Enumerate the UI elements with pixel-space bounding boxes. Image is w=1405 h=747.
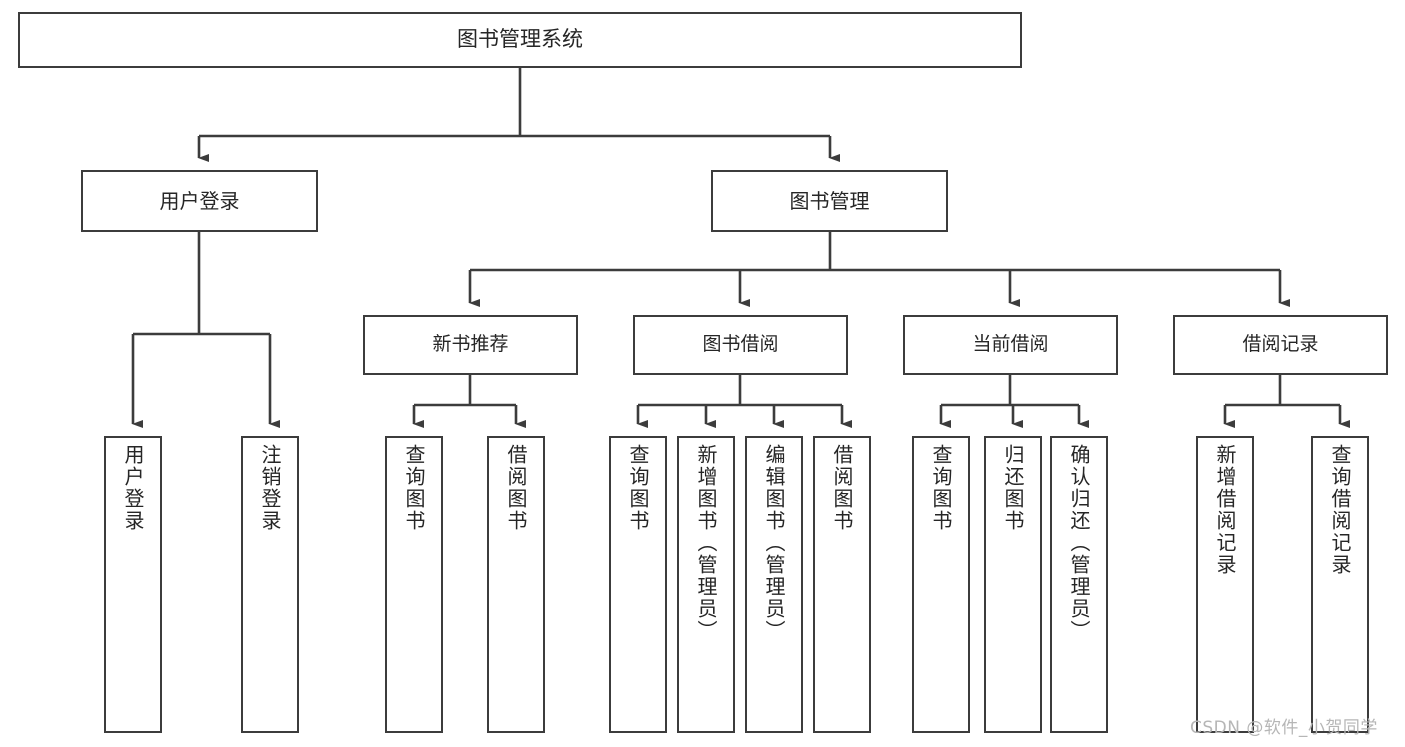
node-leaf-add-borrow-record[interactable]: 新增借阅记录 — [1196, 436, 1254, 733]
node-leaf-add-borrow-record-label: 新增借阅记录 — [1213, 444, 1237, 576]
node-leaf-logout[interactable]: 注销登录 — [241, 436, 299, 733]
node-leaf-confirm-return-admin-label: 确认归还（管理员） — [1067, 444, 1091, 642]
node-root-label: 图书管理系统 — [457, 27, 583, 52]
node-leaf-borrow-books-borrow[interactable]: 借阅图书 — [813, 436, 871, 733]
node-leaf-add-book-admin[interactable]: 新增图书（管理员） — [677, 436, 735, 733]
node-leaf-return-books-label: 归还图书 — [1001, 444, 1025, 532]
node-leaf-user-login-label: 用户登录 — [121, 444, 145, 532]
node-group-current-borrow[interactable]: 当前借阅 — [903, 315, 1118, 375]
node-group-book-borrow[interactable]: 图书借阅 — [633, 315, 848, 375]
watermark: CSDN @软件_小贺同学 — [1190, 718, 1378, 738]
node-leaf-borrow-books-newbooks[interactable]: 借阅图书 — [487, 436, 545, 733]
node-group-current-borrow-label: 当前借阅 — [972, 333, 1049, 356]
node-root[interactable]: 图书管理系统 — [18, 12, 1022, 68]
node-leaf-user-login[interactable]: 用户登录 — [104, 436, 162, 733]
node-leaf-return-books[interactable]: 归还图书 — [984, 436, 1042, 733]
node-group-new-book-recommend[interactable]: 新书推荐 — [363, 315, 578, 375]
node-leaf-add-book-admin-label: 新增图书（管理员） — [694, 444, 718, 642]
node-branch-user-login-label: 用户登录 — [159, 188, 240, 213]
node-leaf-query-books-borrow[interactable]: 查询图书 — [609, 436, 667, 733]
node-group-book-borrow-label: 图书借阅 — [702, 333, 779, 356]
node-branch-book-management[interactable]: 图书管理 — [711, 170, 948, 232]
node-leaf-query-borrow-record[interactable]: 查询借阅记录 — [1311, 436, 1369, 733]
node-branch-book-management-label: 图书管理 — [789, 188, 870, 213]
node-leaf-confirm-return-admin[interactable]: 确认归还（管理员） — [1050, 436, 1108, 733]
node-leaf-borrow-books-borrow-label: 借阅图书 — [830, 444, 854, 532]
node-leaf-query-books-newbooks[interactable]: 查询图书 — [385, 436, 443, 733]
node-branch-user-login[interactable]: 用户登录 — [81, 170, 318, 232]
node-leaf-edit-book-admin-label: 编辑图书（管理员） — [762, 444, 786, 642]
node-group-new-book-recommend-label: 新书推荐 — [432, 333, 509, 356]
node-leaf-borrow-books-newbooks-label: 借阅图书 — [504, 444, 528, 532]
node-group-borrow-records[interactable]: 借阅记录 — [1173, 315, 1388, 375]
node-leaf-query-borrow-record-label: 查询借阅记录 — [1328, 444, 1352, 576]
node-leaf-query-books-current-label: 查询图书 — [929, 444, 953, 532]
node-leaf-edit-book-admin[interactable]: 编辑图书（管理员） — [745, 436, 803, 733]
node-leaf-logout-label: 注销登录 — [258, 444, 282, 532]
node-leaf-query-books-current[interactable]: 查询图书 — [912, 436, 970, 733]
node-group-borrow-records-label: 借阅记录 — [1242, 333, 1319, 356]
node-leaf-query-books-newbooks-label: 查询图书 — [402, 444, 426, 532]
node-leaf-query-books-borrow-label: 查询图书 — [626, 444, 650, 532]
